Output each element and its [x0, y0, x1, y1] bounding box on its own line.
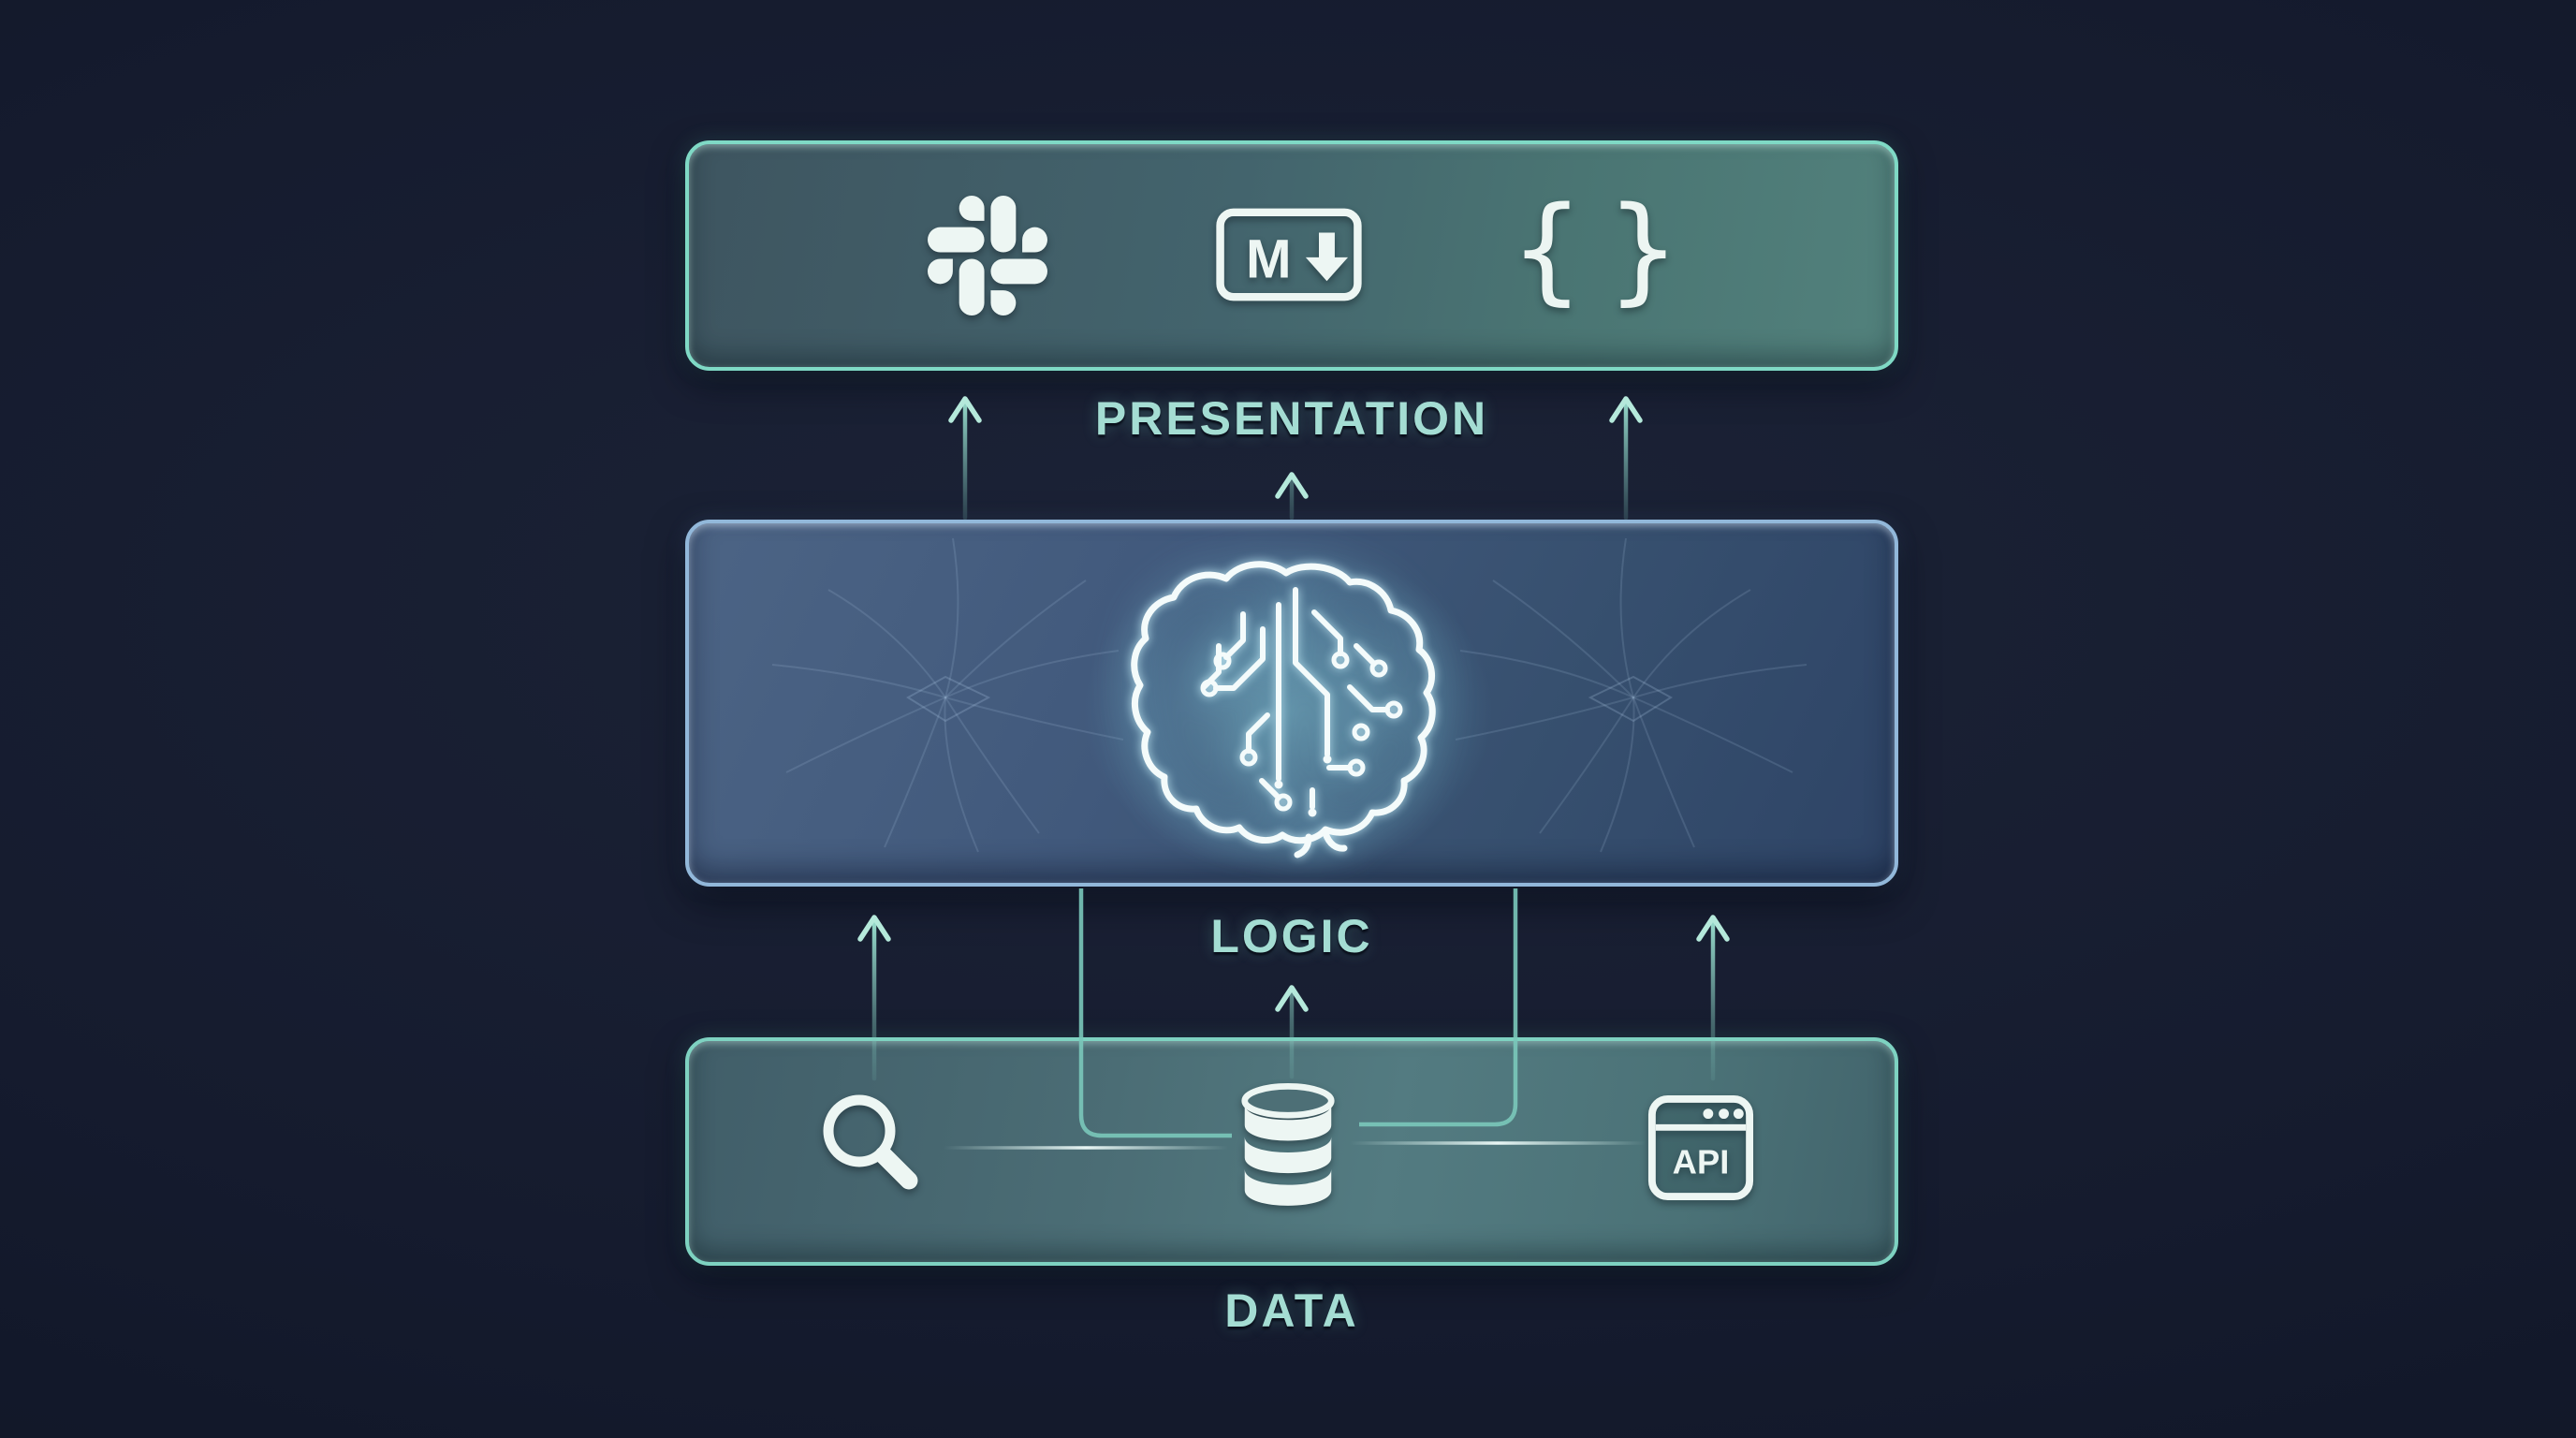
code-braces-icon: { } — [1510, 192, 1680, 315]
markdown-icon: M — [1216, 208, 1362, 301]
logic-layer-box — [685, 520, 1898, 887]
data-layer-box: API — [685, 1037, 1898, 1266]
arrow-logic-to-presentation-center — [1275, 472, 1309, 521]
search-icon — [823, 1094, 918, 1190]
markdown-letter: M — [1246, 228, 1292, 289]
brace-open: { — [1510, 183, 1584, 317]
slack-icon — [928, 196, 1047, 315]
arrow-logic-to-presentation-left — [948, 396, 982, 521]
database-icon — [1241, 1083, 1335, 1206]
circuit-brain-icon — [1131, 561, 1436, 858]
api-label: API — [1673, 1143, 1730, 1181]
markdown-down-arrow — [1305, 232, 1349, 282]
presentation-layer-box: M { } — [685, 140, 1898, 371]
brain-glow — [1026, 523, 1550, 883]
data-layer-label: DATA — [1224, 1284, 1359, 1337]
presentation-layer-label: PRESENTATION — [1094, 392, 1489, 445]
logic-layer-label: LOGIC — [1210, 910, 1373, 962]
api-icon: API — [1647, 1094, 1754, 1201]
brace-close: } — [1606, 183, 1680, 317]
arrow-logic-to-presentation-right — [1609, 396, 1643, 521]
